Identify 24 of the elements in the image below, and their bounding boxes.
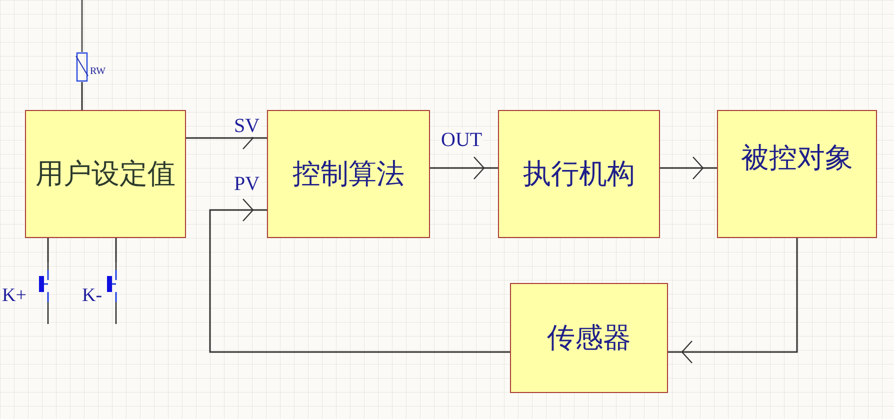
component-label: K+ bbox=[2, 285, 26, 307]
process-box bbox=[25, 110, 186, 238]
wire bbox=[47, 238, 49, 262]
process-box bbox=[717, 110, 877, 238]
arrow bbox=[668, 238, 798, 364]
component-label: K- bbox=[82, 285, 102, 307]
edge-label: SV bbox=[233, 115, 261, 137]
box-label: 被控对象 bbox=[741, 140, 853, 176]
box-label: 用户设定值 bbox=[36, 156, 176, 192]
process-box bbox=[510, 283, 668, 393]
edge-label: PV bbox=[233, 173, 261, 195]
arrow bbox=[430, 156, 498, 180]
wire bbox=[115, 238, 117, 262]
arrow bbox=[660, 156, 717, 180]
box-label: 执行机构 bbox=[523, 156, 635, 192]
process-box bbox=[267, 110, 430, 238]
box-label: 传感器 bbox=[547, 320, 631, 356]
box-label: 控制算法 bbox=[292, 156, 404, 192]
edge-label: OUT bbox=[440, 129, 484, 151]
potentiometer-symbol bbox=[76, 52, 88, 82]
wire bbox=[81, 82, 83, 110]
process-box bbox=[498, 110, 660, 238]
arrow bbox=[209, 198, 510, 353]
component-label: RW bbox=[90, 66, 106, 77]
